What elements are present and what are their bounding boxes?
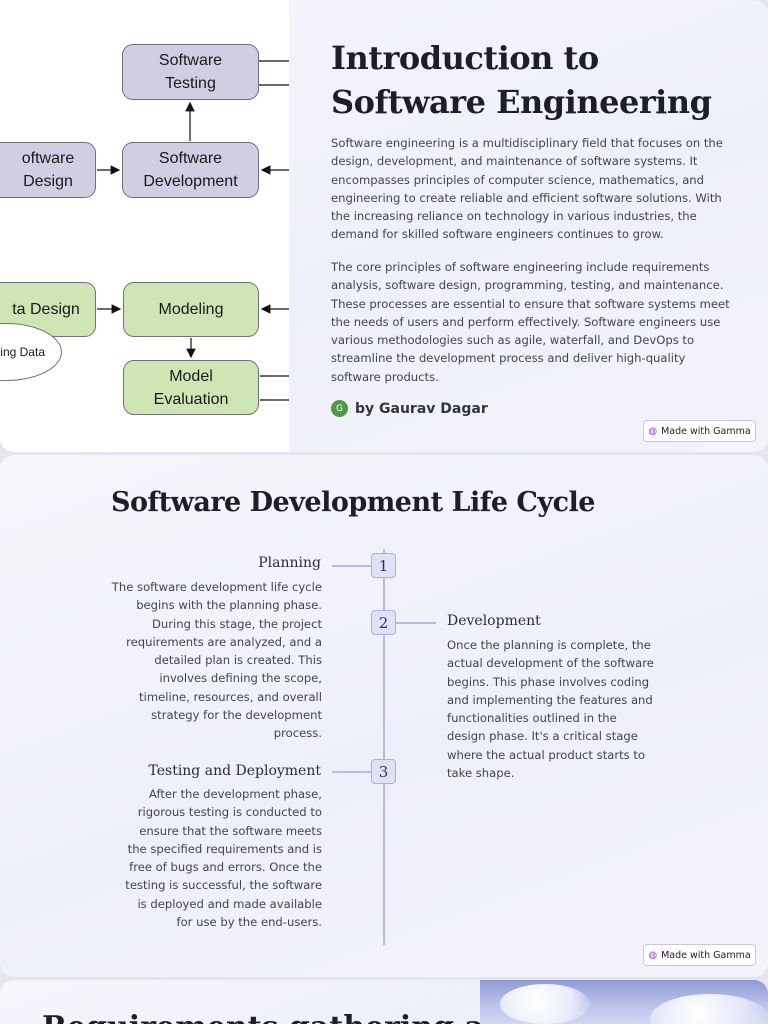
- made-with-gamma-label: Made with Gamma: [661, 949, 751, 961]
- sdlc-diagram-image: Software Testing oftware Design Software…: [0, 0, 289, 452]
- step-title-development: Development: [447, 613, 541, 629]
- timeline-marker-1: 1: [371, 553, 396, 578]
- intro-paragraph-1: Software engineering is a multidisciplin…: [331, 136, 723, 242]
- step-title-testing-deployment: Testing and Deployment: [148, 763, 321, 779]
- diagram-node-modeling: Modeling: [123, 282, 259, 337]
- slide-title: Software Development Life Cycle: [111, 487, 595, 518]
- slide-requirements-partial: Requirements gathering and: [0, 980, 768, 1024]
- slide-introduction: Software Testing oftware Design Software…: [0, 0, 768, 452]
- cloud-shape: [500, 984, 590, 1024]
- made-with-gamma-label: Made with Gamma: [661, 425, 751, 437]
- avatar: G: [331, 400, 348, 417]
- made-with-gamma-button[interactable]: ◍ Made with Gamma: [643, 944, 756, 966]
- slide-sdlc: Software Development Life Cycle 1 Planni…: [0, 455, 768, 977]
- gamma-logo-icon: ◍: [648, 949, 658, 961]
- timeline-marker-3: 3: [371, 759, 396, 784]
- diagram-node-software-testing: Software Testing: [122, 44, 259, 100]
- author-byline[interactable]: G by Gaurav Dagar: [331, 400, 488, 417]
- step-title-planning: Planning: [258, 555, 321, 571]
- timeline-marker-2: 2: [371, 610, 396, 635]
- cloud-image: [480, 980, 768, 1024]
- made-with-gamma-button[interactable]: ◍ Made with Gamma: [643, 420, 756, 442]
- step-text-testing-deployment: After the development phase, rigorous te…: [125, 787, 322, 930]
- gamma-logo-icon: ◍: [648, 425, 658, 437]
- timeline-axis: [383, 549, 385, 945]
- intro-paragraph-2: The core principles of software engineer…: [331, 260, 730, 384]
- diagram-node-model-evaluation: Model Evaluation: [123, 360, 259, 415]
- diagram-node-software-development: Software Development: [122, 142, 259, 198]
- step-text-development: Once the planning is complete, the actua…: [447, 638, 654, 781]
- slide-title: Introduction to Software Engineering: [331, 39, 712, 121]
- timeline-connector: [332, 565, 372, 567]
- cloud-shape: [650, 994, 768, 1024]
- diagram-node-software-design: oftware Design: [0, 142, 96, 198]
- diagram-connectors: [97, 60, 289, 401]
- timeline-connector: [332, 771, 372, 773]
- timeline-connector: [396, 622, 436, 624]
- slide-title: Requirements gathering and: [42, 1010, 527, 1024]
- author-name: by Gaurav Dagar: [355, 400, 488, 417]
- step-text-planning: The software development life cycle begi…: [111, 580, 322, 741]
